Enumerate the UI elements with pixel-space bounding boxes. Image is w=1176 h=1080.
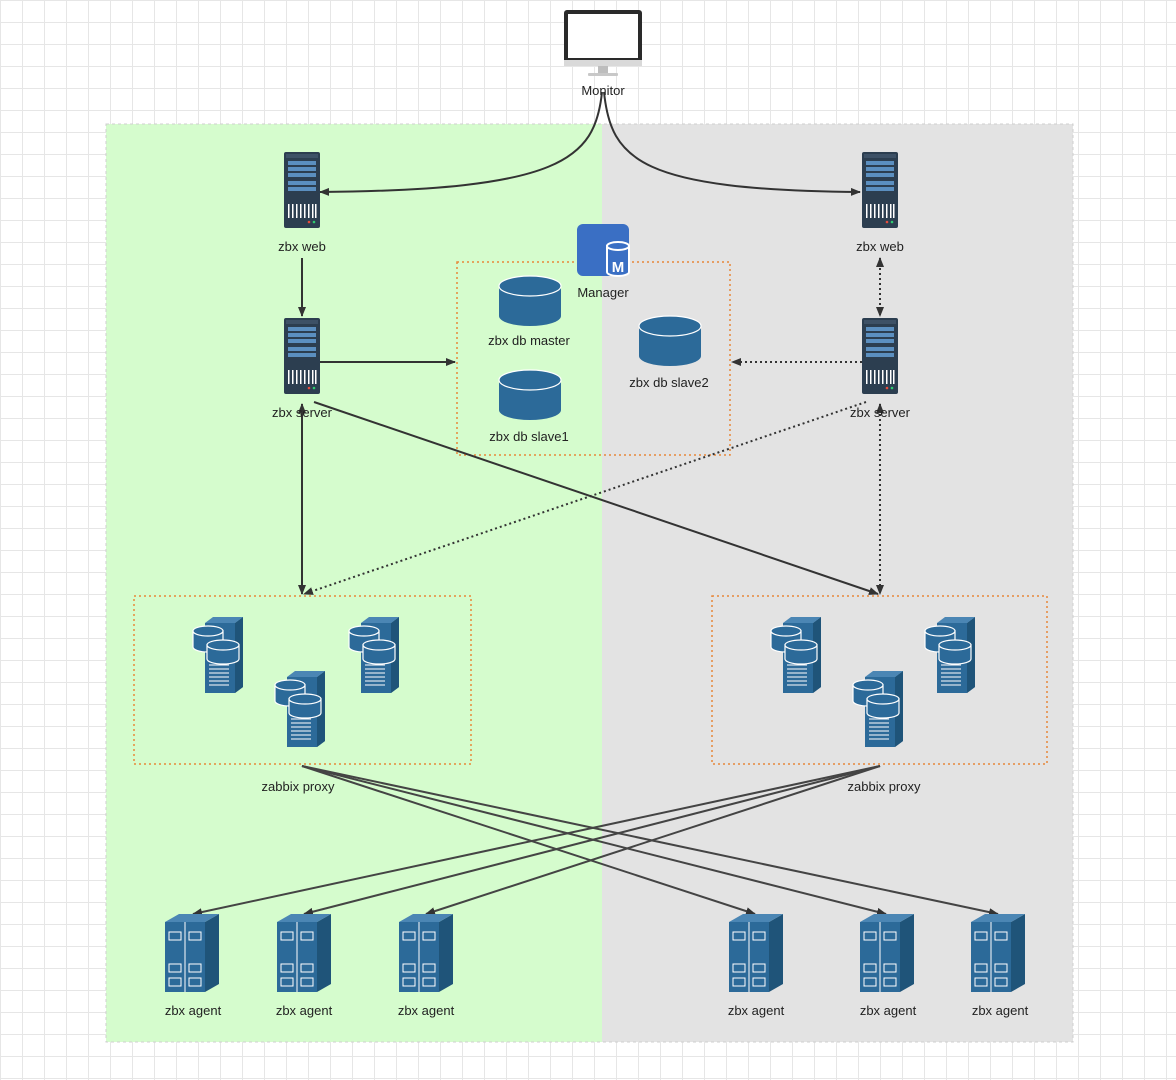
- manager-icon: M: [577, 224, 630, 277]
- left-server-label: zbx server: [272, 405, 333, 420]
- right-web-server-icon: [862, 152, 898, 228]
- agent-icon: [728, 913, 784, 993]
- right-proxy-label: zabbix proxy: [848, 779, 921, 794]
- db-slave1-label: zbx db slave1: [489, 429, 569, 444]
- left-proxy-group: [133, 595, 472, 765]
- db-slave1-icon: [498, 369, 562, 421]
- left-server-to-right-proxy-edge: [313, 401, 879, 595]
- right-server-label: zbx server: [850, 405, 911, 420]
- db-slave2-icon: [638, 315, 702, 367]
- db-slave2-label: zbx db slave2: [629, 375, 709, 390]
- agent-label: zbx agent: [728, 1003, 785, 1018]
- left-web-label: zbx web: [278, 239, 326, 254]
- agent-icon: [276, 913, 332, 993]
- agent-icon: [164, 913, 220, 993]
- right-proxy-to-agent-2-edge: [303, 765, 881, 916]
- agent-label: zbx agent: [165, 1003, 222, 1018]
- manager-badge: M: [612, 259, 625, 276]
- left-web-server-icon: [284, 152, 320, 228]
- agent-label: zbx agent: [276, 1003, 333, 1018]
- right-zbx-server-icon: [862, 318, 898, 394]
- monitor-icon: [564, 10, 642, 76]
- monitor-to-right-web-edge: [603, 91, 861, 196]
- right-proxy-to-agent-3-edge: [425, 765, 881, 916]
- right-proxy-group: [711, 595, 1048, 765]
- right-web-label: zbx web: [856, 239, 904, 254]
- agent-icon: [859, 913, 915, 993]
- right-proxy-to-agent-1-edge: [192, 765, 881, 917]
- agent-label: zbx agent: [972, 1003, 1029, 1018]
- agent-label: zbx agent: [398, 1003, 455, 1018]
- left-zbx-server-icon: [284, 318, 320, 394]
- agent-label: zbx agent: [860, 1003, 917, 1018]
- manager-label: Manager: [577, 285, 629, 300]
- agent-icon: [970, 913, 1026, 993]
- left-proxy-to-agent-4-edge: [301, 765, 756, 916]
- agent-icon: [398, 913, 454, 993]
- left-proxy-label: zabbix proxy: [262, 779, 335, 794]
- db-master-icon: [498, 275, 562, 327]
- db-master-label: zbx db master: [488, 333, 570, 348]
- monitor-label: Monitor: [581, 83, 625, 98]
- right-server-to-left-proxy-edge: [303, 401, 867, 595]
- monitor-to-left-web-edge: [319, 91, 603, 196]
